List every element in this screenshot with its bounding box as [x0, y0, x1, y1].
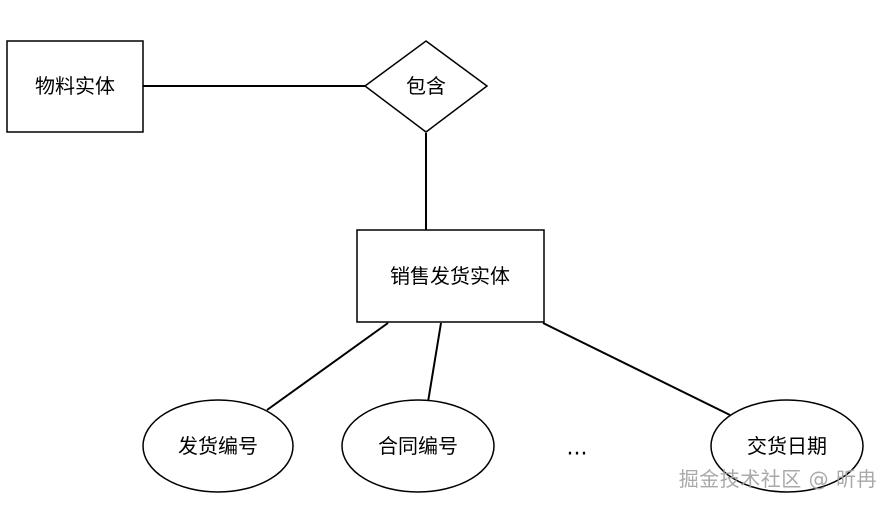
relationship-contains: 包含	[363, 40, 489, 133]
entity-sales-delivery: 销售发货实体	[356, 229, 545, 323]
more-attributes-ellipsis: ...	[567, 436, 588, 461]
attribute-contract-number: 合同编号	[341, 399, 495, 493]
edge-sales-delivery-number	[266, 322, 389, 411]
edge-sales-contract-number	[427, 322, 442, 403]
attribute-delivery-number-label: 发货编号	[178, 434, 258, 458]
attribute-delivery-number: 发货编号	[142, 399, 294, 493]
edge-sales-delivery-date	[542, 322, 731, 416]
watermark: 掘金技术社区 @ 昕冉	[678, 467, 877, 491]
attribute-delivery-date: 交货日期	[710, 399, 864, 493]
attribute-contract-number-label: 合同编号	[378, 434, 458, 458]
entity-material: 物料实体	[6, 40, 144, 133]
attribute-delivery-date-label: 交货日期	[747, 434, 827, 458]
entity-material-label: 物料实体	[35, 74, 115, 98]
entity-sales-delivery-label: 销售发货实体	[390, 264, 510, 288]
relationship-contains-label: 包含	[406, 74, 446, 98]
